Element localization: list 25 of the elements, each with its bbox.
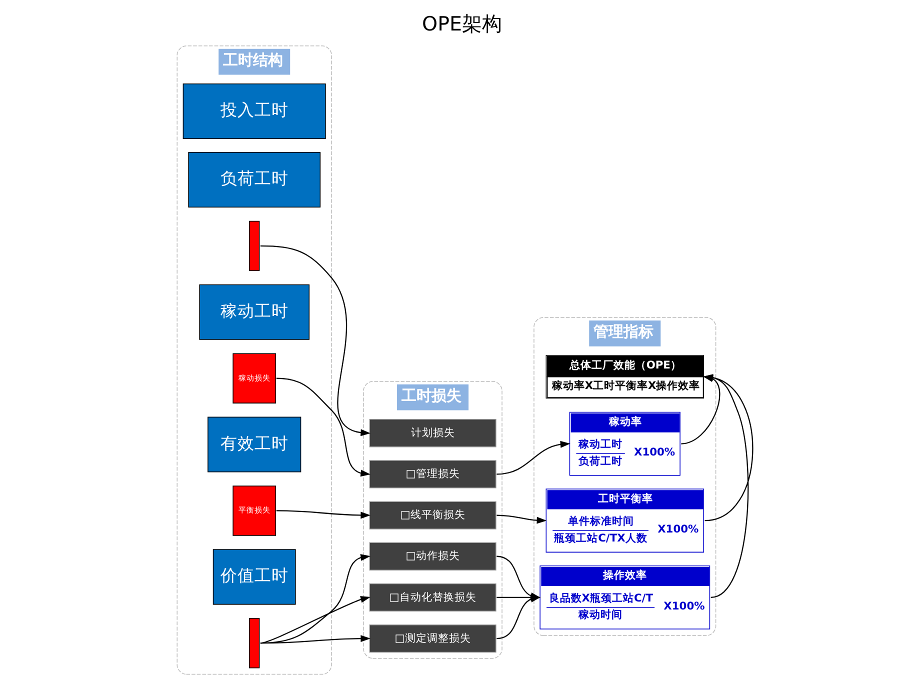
node-box: □动作损失 <box>368 542 496 570</box>
node-box: 负荷工时 <box>188 152 320 208</box>
node-box: □自动化替换损失 <box>368 583 496 612</box>
node-box: □管理损失 <box>368 460 496 488</box>
arrow <box>496 596 540 640</box>
node-box: 价值工时 <box>212 549 296 605</box>
arrow <box>496 440 570 475</box>
arrow <box>496 514 546 524</box>
arrow <box>260 596 370 644</box>
arrow <box>260 245 370 436</box>
node-box: 稼动损失 <box>232 353 276 404</box>
node-box: 计划损失 <box>368 419 496 448</box>
arrow <box>260 554 370 644</box>
node-box: □测定调整损失 <box>368 624 496 653</box>
arrow <box>260 635 370 644</box>
node-box: □线平衡损失 <box>368 501 496 530</box>
node-box: 投入工时 <box>182 84 326 140</box>
node-box: 有效工时 <box>207 416 301 472</box>
diagram-title: OPE架构 <box>422 12 502 36</box>
arrow <box>276 378 370 477</box>
node-bar <box>248 618 260 668</box>
arrow <box>276 510 370 519</box>
node-box: 平衡损失 <box>232 486 276 536</box>
node-bar <box>248 220 260 272</box>
node-box: 稼动工时 <box>198 284 310 340</box>
